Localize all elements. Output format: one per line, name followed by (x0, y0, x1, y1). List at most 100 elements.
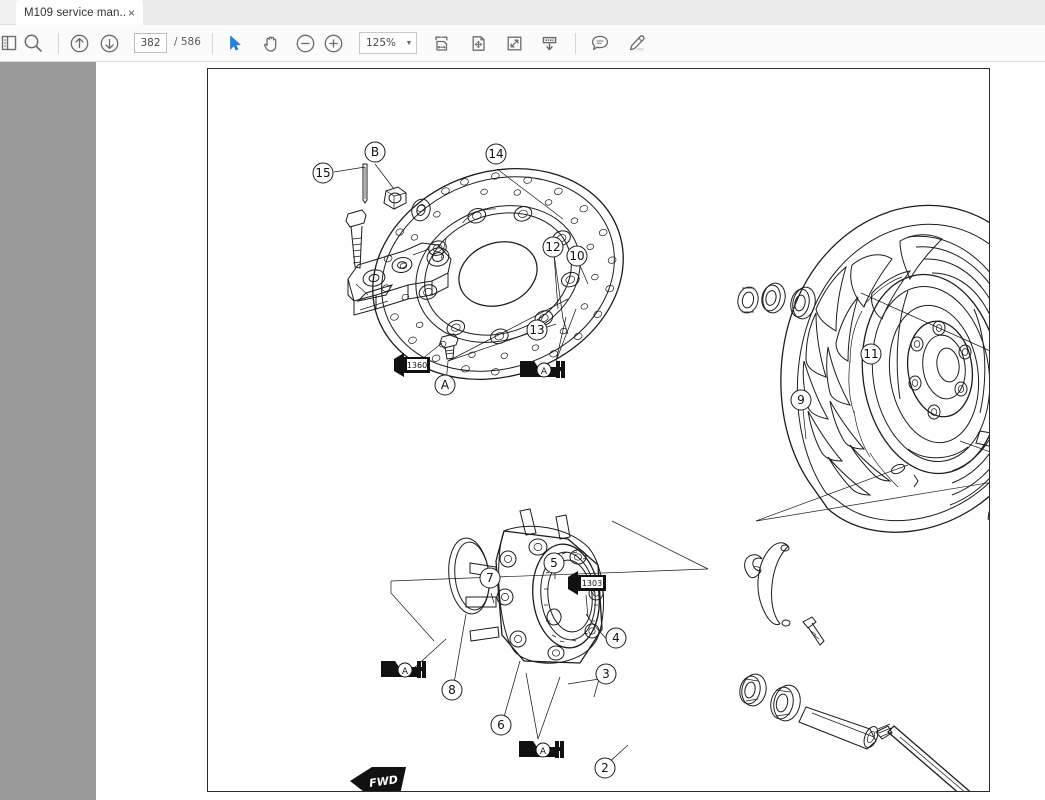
download-button[interactable] (535, 25, 563, 61)
svg-text:A: A (540, 747, 547, 757)
cursor-arrow-icon (230, 35, 241, 51)
svg-text:8: 8 (448, 683, 456, 697)
svg-text:5: 5 (550, 556, 558, 570)
caliper-bracket-group (347, 242, 452, 316)
document-viewer: .ln { fill:none; stroke:#1c1c1c; stroke-… (0, 62, 1045, 800)
browser-tab-title: M109 service man... (24, 6, 126, 19)
fullscreen-expand-icon (507, 36, 521, 50)
highlight-button[interactable] (621, 25, 651, 61)
svg-text:4: 4 (612, 631, 620, 645)
oil-seal-12 (761, 282, 786, 314)
svg-text:B: B (371, 145, 379, 159)
svg-text:15: 15 (315, 166, 330, 180)
page-number-value: 382 (140, 37, 161, 49)
pdf-page: .ln { fill:none; stroke:#1c1c1c; stroke-… (207, 68, 990, 792)
tab-strip-empty-area (143, 0, 1045, 25)
callout-B: B (364, 141, 386, 163)
add-comment-button[interactable] (585, 25, 615, 61)
pdf-toolbar: 382 / 586 (0, 25, 1045, 62)
svg-text:7: 7 (486, 571, 494, 585)
valve-cap-bolt (987, 511, 989, 521)
callout-10: 10 (566, 245, 588, 267)
zoom-in-button[interactable] (318, 25, 348, 61)
callout-11: 11 (860, 343, 882, 365)
search-icon (24, 34, 42, 52)
callout-9: 9 (790, 389, 812, 411)
circlip-5 (744, 554, 763, 579)
thumbnail-sidebar-panel[interactable] (0, 62, 96, 800)
callout-8: 8 (441, 679, 463, 701)
svg-text:13: 13 (529, 323, 544, 337)
speech-bubble-icon (591, 35, 609, 51)
callout-6: 6 (490, 714, 512, 736)
presentation-mode-button[interactable] (500, 25, 528, 61)
callout-14: 14 (485, 143, 507, 165)
fit-width-button[interactable] (427, 25, 455, 61)
svg-text:10: 10 (569, 249, 584, 263)
oring-small-7 (546, 608, 562, 626)
svg-text:14: 14 (488, 147, 503, 161)
svg-text:11: 11 (863, 347, 878, 361)
search-button[interactable] (18, 25, 48, 61)
callout-15: 15 (312, 162, 334, 184)
zoom-out-button[interactable] (290, 25, 320, 61)
grease-marker-a-3: A (519, 741, 564, 758)
pan-tool-button[interactable] (256, 25, 286, 61)
toolbar-separator (212, 33, 213, 54)
zoom-level-value: 125% (365, 37, 397, 49)
previous-page-button[interactable] (64, 25, 94, 61)
callout-12: 12 (542, 236, 564, 258)
page-number-input[interactable]: 382 (134, 33, 167, 53)
fit-page-button[interactable] (464, 25, 492, 61)
hand-icon (264, 36, 277, 52)
callout-5: 5 (543, 552, 565, 574)
minus-circle-icon (296, 34, 314, 52)
select-tool-button[interactable] (220, 25, 250, 61)
page-total-label: / 586 (174, 36, 201, 48)
caliper-nut (383, 186, 407, 210)
svg-text:3: 3 (602, 667, 610, 681)
grease-marker-a-2: A (381, 661, 426, 678)
rear-axle-1 (875, 723, 971, 791)
close-icon[interactable]: × (127, 5, 135, 20)
spacer-sleeve-2 (798, 706, 879, 750)
toolbar-separator (58, 33, 59, 54)
svg-text:9: 9 (797, 393, 805, 407)
callout-4: 4 (605, 627, 627, 649)
page-canvas-area[interactable]: .ln { fill:none; stroke:#1c1c1c; stroke-… (96, 62, 1045, 800)
svg-text:6: 6 (497, 718, 505, 732)
svg-text:12: 12 (545, 240, 560, 254)
fwd-direction-marker: FWD (350, 767, 406, 791)
zoom-level-select[interactable]: 125% ▼ (359, 32, 417, 54)
arrow-down-circle-icon (100, 34, 118, 52)
caliper-pin (362, 163, 368, 204)
technical-illustration: .ln { fill:none; stroke:#1c1c1c; stroke-… (208, 69, 989, 791)
highlighter-pen-icon (629, 35, 645, 51)
svg-text:A: A (441, 378, 450, 392)
hub-bolt (802, 616, 825, 646)
brake-disc-group (372, 167, 624, 381)
download-icon (542, 36, 556, 50)
grease-marker-a-1: A (520, 361, 565, 378)
callout-2: 2 (594, 757, 616, 779)
spacer-13 (737, 286, 759, 314)
svg-text:A: A (541, 367, 548, 377)
chevron-down-icon: ▼ (405, 39, 413, 47)
fit-width-icon (434, 36, 447, 51)
svg-text:1360: 1360 (407, 361, 427, 370)
browser-tab-strip: M109 service man... × (0, 0, 1045, 25)
svg-text:2: 2 (601, 761, 609, 775)
disc-bolt (439, 333, 459, 360)
bearing-3b (770, 684, 801, 722)
svg-text:A: A (402, 667, 409, 677)
svg-text:FWD: FWD (368, 773, 398, 790)
browser-tab[interactable]: M109 service man... × (16, 0, 143, 25)
retaining-ring-4 (757, 542, 791, 627)
caliper-bolt (345, 209, 367, 269)
torque-badge-1360: 1360 (394, 353, 430, 377)
bearing-3a (739, 673, 767, 707)
toggle-sidebar-button[interactable] (0, 25, 24, 61)
next-page-button[interactable] (94, 25, 124, 61)
sidebar-panel-icon (1, 35, 17, 51)
